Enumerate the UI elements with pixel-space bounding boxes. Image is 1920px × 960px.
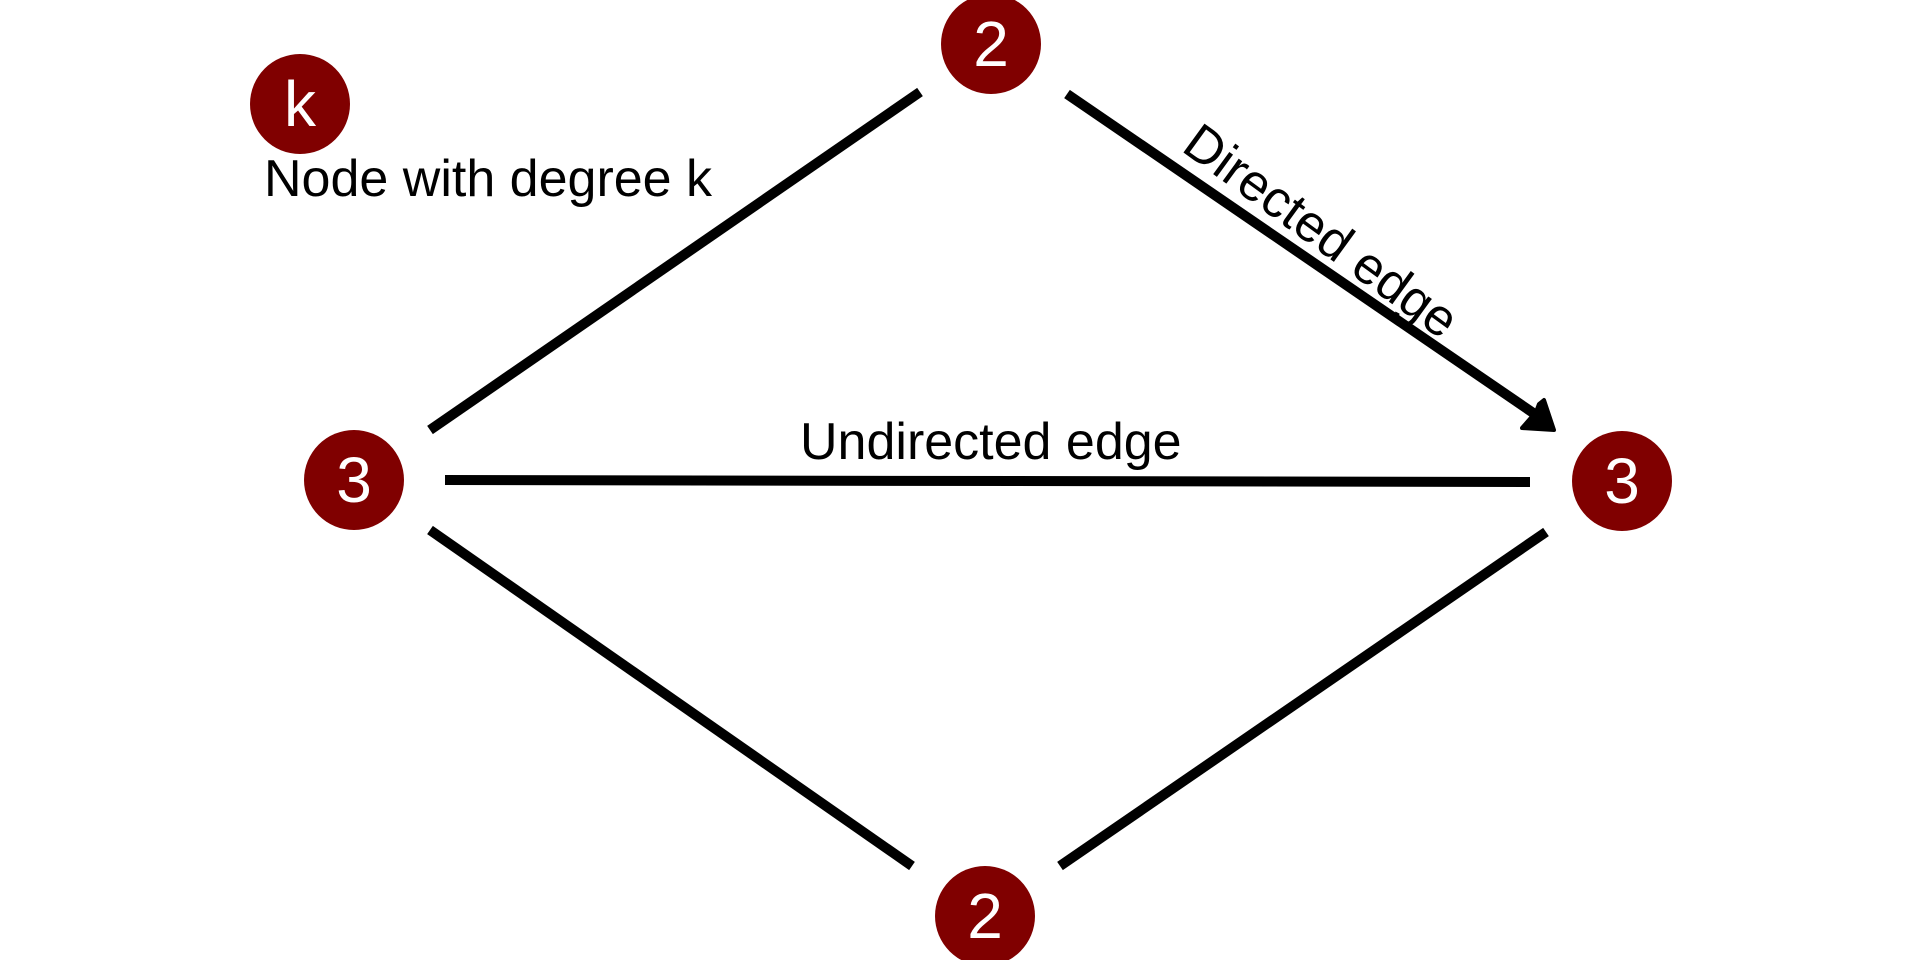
- node-bottom-degree: 2: [967, 880, 1003, 952]
- edge-top-right-directed: [1064, 89, 1548, 426]
- nodes: 2 3 3 2: [304, 0, 1672, 960]
- node-bottom: 2: [935, 866, 1035, 960]
- node-left-circle: [304, 430, 404, 530]
- node-bottom-circle: [935, 866, 1035, 960]
- node-right: 3: [1572, 431, 1672, 531]
- edge-left-right: [444, 475, 1531, 487]
- legend-caption: Node with degree k: [264, 150, 713, 208]
- node-right-degree: 3: [1604, 445, 1640, 517]
- node-left: 3: [304, 430, 404, 530]
- edge-bottom-right: [1057, 527, 1549, 871]
- edge-labels: Undirected edge Directed edge: [800, 113, 1469, 471]
- node-top-degree: 2: [973, 8, 1009, 80]
- legend: k Node with degree k: [250, 54, 713, 208]
- node-left-degree: 3: [336, 444, 372, 516]
- directed-edge-label: Directed edge: [1173, 113, 1469, 350]
- arrow-head: [1520, 398, 1556, 432]
- node-right-circle: [1572, 431, 1672, 531]
- edges: [427, 87, 1556, 871]
- legend-node-symbol: k: [284, 68, 317, 140]
- edge-left-bottom: [427, 525, 915, 871]
- node-top: 2: [941, 0, 1041, 94]
- edge-left-top: [427, 87, 923, 435]
- node-top-circle: [941, 0, 1041, 94]
- undirected-edge-label: Undirected edge: [800, 413, 1182, 471]
- legend-node-circle: [250, 54, 350, 154]
